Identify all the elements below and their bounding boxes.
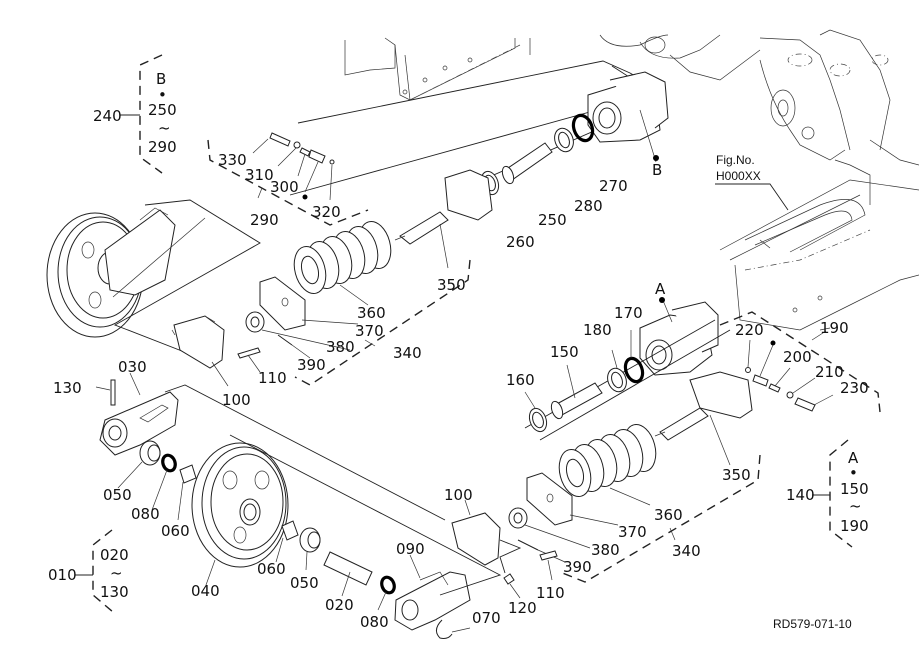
group-010: 010 020 ~ 130 <box>48 546 129 601</box>
label-370-lower: 370 <box>618 523 647 541</box>
label-300: 300 <box>270 178 299 196</box>
label-250: 250 <box>538 211 567 229</box>
range-symbol: ~ <box>849 497 862 515</box>
label-120: 120 <box>508 599 537 617</box>
label-190: 190 <box>820 319 849 337</box>
label-380-upper: 380 <box>326 338 355 356</box>
label-360-upper: 360 <box>357 304 386 322</box>
bracket-100-upper <box>171 315 261 387</box>
label-290: 290 <box>250 211 279 229</box>
label-090: 090 <box>396 540 425 558</box>
spring-lower <box>558 423 657 498</box>
label-070: 070 <box>472 609 501 627</box>
ref-a-group: A <box>848 449 859 467</box>
range-symbol: ~ <box>110 564 123 582</box>
bracket-b <box>587 71 669 163</box>
range-to: 130 <box>100 583 129 601</box>
lower-tension-assembly <box>508 371 753 563</box>
label-150: 150 <box>550 343 579 361</box>
grease-fitting-upper <box>252 132 335 201</box>
o-ring-270 <box>571 113 595 143</box>
label-320: 320 <box>312 203 341 221</box>
label-110-upper: 110 <box>258 369 287 387</box>
dot-symbol: • <box>849 464 858 482</box>
label-230: 230 <box>840 379 869 397</box>
label-340-upper: 340 <box>393 344 422 362</box>
fig-no-label: Fig.No. <box>716 153 755 167</box>
figure-reference: Fig.No. H000XX <box>715 153 789 211</box>
group-brackets <box>75 54 881 613</box>
label-030: 030 <box>118 358 147 376</box>
label-060-left: 060 <box>161 522 190 540</box>
label-050-left: 050 <box>103 486 132 504</box>
label-100-upper: 100 <box>222 391 251 409</box>
label-210: 210 <box>815 363 844 381</box>
label-180: 180 <box>583 321 612 339</box>
dot-symbol: • <box>158 86 167 104</box>
label-080-left: 080 <box>131 505 160 523</box>
label-220: 220 <box>735 321 764 339</box>
label-330: 330 <box>218 151 247 169</box>
label-060-right: 060 <box>257 560 286 578</box>
label-280: 280 <box>574 197 603 215</box>
label-360-lower: 360 <box>654 506 683 524</box>
label-050-right: 050 <box>290 574 319 592</box>
label-350-upper: 350 <box>437 276 466 294</box>
grease-fitting-lower <box>745 327 834 412</box>
label-140: 140 <box>786 486 815 504</box>
ref-b-group: B <box>156 70 166 88</box>
label-100-lower: 100 <box>444 486 473 504</box>
label-390-upper: 390 <box>297 356 326 374</box>
part-labels: 330 310 300 320 290 270 280 250 260 B 35… <box>53 151 869 631</box>
idler-wheel-upper <box>46 199 261 361</box>
idler-wheel-lower <box>95 372 558 639</box>
label-340-lower: 340 <box>672 542 701 560</box>
range-to: 190 <box>840 517 869 535</box>
spring-upper <box>293 220 392 295</box>
label-260: 260 <box>506 233 535 251</box>
label-350-lower: 350 <box>722 466 751 484</box>
range-symbol: ~ <box>158 119 171 137</box>
label-040: 040 <box>191 582 220 600</box>
group-140: 140 A • 150 ~ 190 <box>786 449 869 535</box>
label-200: 200 <box>783 348 812 366</box>
label-310: 310 <box>245 166 274 184</box>
label-270: 270 <box>599 177 628 195</box>
label-380-lower: 380 <box>591 541 620 559</box>
label-240: 240 <box>93 107 122 125</box>
range-to: 290 <box>148 138 177 156</box>
ref-b-marker: B <box>652 161 662 179</box>
label-010: 010 <box>48 566 77 584</box>
fig-no-value: H000XX <box>716 169 761 183</box>
label-110-lower: 110 <box>536 584 565 602</box>
range-from: 250 <box>148 101 177 119</box>
label-130: 130 <box>53 379 82 397</box>
label-370-upper: 370 <box>355 322 384 340</box>
lower-components <box>524 330 645 433</box>
o-ring-170 <box>623 356 645 384</box>
label-020: 020 <box>325 596 354 614</box>
chassis-frame <box>344 29 919 331</box>
group-240: 240 B • 250 ~ 290 <box>93 70 177 156</box>
range-from: 020 <box>100 546 129 564</box>
label-080-right: 080 <box>360 613 389 631</box>
figure-code: RD579-071-10 <box>773 617 852 631</box>
label-390-lower: 390 <box>563 558 592 576</box>
upper-components <box>245 113 595 359</box>
label-160: 160 <box>506 371 535 389</box>
label-170: 170 <box>614 304 643 322</box>
range-from: 150 <box>840 480 869 498</box>
ref-a-marker: A <box>655 280 666 298</box>
